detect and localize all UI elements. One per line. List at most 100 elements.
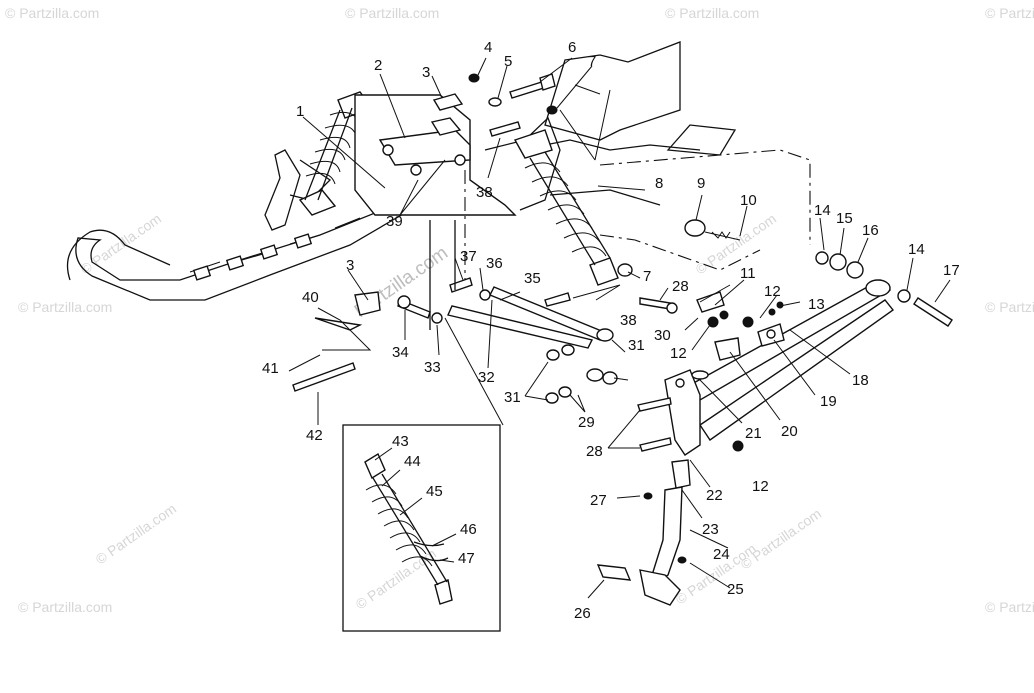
callout-labels: 1 2 3 4 5 6 7 7 8 9 10 11 12 12 12 13 14… [262, 39, 960, 622]
watermark-tile: © Partzilla.com [985, 599, 1034, 615]
callout-27: 27 [590, 492, 607, 509]
frame-outline [519, 41, 811, 271]
callout-1: 1 [296, 103, 304, 120]
callout-30: 30 [654, 327, 671, 344]
callout-43: 43 [392, 433, 409, 450]
callout-41: 41 [262, 360, 279, 377]
callout-22: 22 [706, 487, 723, 504]
callout-8: 8 [655, 175, 663, 192]
callout-45: 45 [426, 483, 443, 500]
callout-28: 28 [672, 278, 689, 295]
callout-17: 17 [943, 262, 960, 279]
callout-31: 31 [504, 389, 521, 406]
callout-7: 7 [588, 53, 596, 70]
callout-31: 31 [628, 337, 645, 354]
bolt-icon [489, 121, 521, 137]
watermark-tile: © Partzilla.com [985, 299, 1034, 315]
bolt-icon [637, 397, 672, 412]
callout-23: 23 [702, 521, 719, 538]
callout-12: 12 [752, 478, 769, 495]
callout-3: 3 [422, 64, 430, 81]
watermark-tile: © Partzilla.com [78, 210, 164, 277]
callout-38: 38 [476, 184, 493, 201]
callout-4: 4 [484, 39, 492, 56]
callout-16: 16 [862, 222, 879, 239]
nut-icon [707, 316, 719, 328]
callout-29: 29 [578, 414, 595, 431]
callout-13: 13 [808, 296, 825, 313]
callout-34: 34 [392, 344, 409, 361]
callout-28: 28 [586, 443, 603, 460]
shock-absorber-icon [513, 129, 619, 286]
nut-icon [546, 105, 558, 115]
washer-icon [897, 289, 911, 303]
callout-24: 24 [713, 546, 730, 563]
callout-25: 25 [727, 581, 744, 598]
callout-21: 21 [745, 425, 762, 442]
spindle-icon [596, 369, 709, 606]
nut-icon [742, 316, 754, 328]
leader-lines [288, 57, 951, 599]
callout-26: 26 [574, 605, 591, 622]
watermark-tile: © Partzilla.com [693, 210, 779, 277]
callout-37: 37 [460, 248, 477, 265]
nut-icon [719, 310, 729, 320]
bulkhead-mount [354, 94, 561, 216]
callout-12: 12 [670, 345, 687, 362]
callout-39: 39 [386, 213, 403, 230]
nut-icon [397, 295, 411, 309]
callout-11: 11 [740, 265, 756, 282]
bolt-icon [913, 297, 953, 327]
watermark-tile: © Partzilla.com [665, 5, 759, 21]
washer-icon [431, 312, 443, 324]
washer-icon [488, 97, 502, 107]
nut-icon [666, 302, 678, 314]
callout-33: 33 [424, 359, 441, 376]
watermark-tile: © Partzilla.com [345, 5, 439, 21]
callout-5: 5 [504, 53, 512, 70]
callout-42: 42 [306, 427, 323, 444]
callout-15: 15 [836, 210, 853, 227]
bolt-icon [449, 277, 473, 293]
nut-icon [468, 73, 480, 83]
callout-18: 18 [852, 372, 869, 389]
callout-46: 46 [460, 521, 477, 538]
bolt-icon [639, 437, 672, 452]
nut-icon [643, 492, 653, 500]
nut-icon [684, 219, 706, 237]
watermark-tile: © Partzilla.com [738, 505, 824, 572]
nut-icon [546, 349, 560, 361]
callout-2: 2 [374, 57, 382, 74]
callout-7: 7 [643, 268, 651, 285]
watermark-tile: © Partzilla.com [93, 500, 179, 567]
washer-icon [846, 261, 864, 279]
callout-3: 3 [346, 257, 354, 274]
tie-rods [447, 286, 618, 385]
bolt-icon [544, 292, 571, 307]
nut-icon [545, 392, 559, 404]
nut-icon [617, 263, 633, 277]
callout-20: 20 [781, 423, 798, 440]
washer-icon [829, 253, 847, 271]
nut-icon [732, 440, 744, 452]
callout-32: 32 [478, 369, 495, 386]
callout-40: 40 [302, 289, 319, 306]
washer-icon [479, 289, 491, 301]
fasteners [292, 73, 953, 564]
bolt-icon [292, 362, 356, 392]
watermark-tile: © Partzilla.com [18, 599, 112, 615]
callout-47: 47 [458, 550, 475, 567]
shock-inset [342, 317, 504, 632]
callout-12: 12 [764, 283, 781, 300]
nut-icon [677, 556, 687, 564]
callout-35: 35 [524, 270, 541, 287]
watermark-tile: © Partzilla.com [5, 5, 99, 21]
washer-icon [815, 251, 829, 265]
callout-36: 36 [486, 255, 503, 272]
callout-19: 19 [820, 393, 837, 410]
callout-44: 44 [404, 453, 421, 470]
callout-38: 38 [620, 312, 637, 329]
watermark-tile: © Partzilla.com [985, 5, 1034, 21]
watermark-tile: © Partzilla.com [18, 299, 112, 315]
